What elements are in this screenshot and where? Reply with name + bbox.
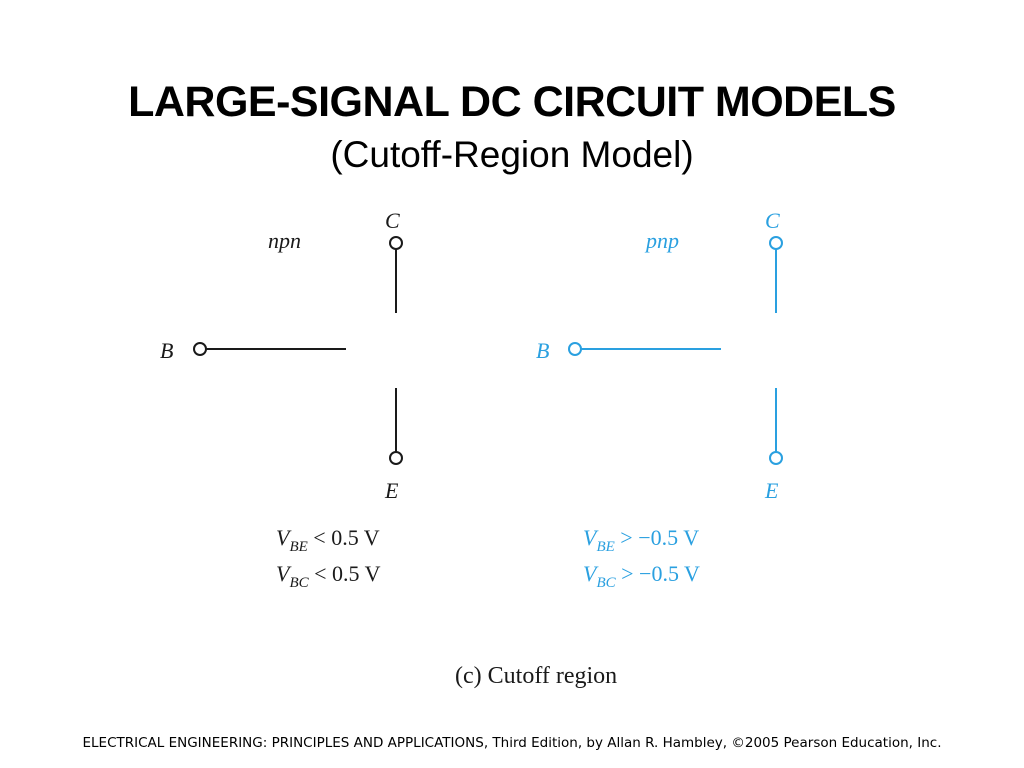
pnp-vbc-subscript: BC [596, 575, 616, 591]
pnp-emitter-terminal [769, 451, 783, 465]
npn-vbe-rest: < 0.5 V [308, 525, 380, 550]
pnp-vbe-rest: > −0.5 V [615, 525, 699, 550]
figure-caption: (c) Cutoff region [455, 663, 618, 689]
npn-vbc-subscript: BC [289, 575, 309, 591]
pnp-vbc-rest: > −0.5 V [616, 561, 700, 586]
npn-vbc-condition: VBC < 0.5 V [276, 561, 381, 591]
copyright-footer: ELECTRICAL ENGINEERING: PRINCIPLES AND A… [82, 735, 942, 751]
npn-collector-label: C [385, 208, 400, 233]
npn-vbc-rest: < 0.5 V [309, 561, 381, 586]
pnp-base-terminal [568, 342, 582, 356]
pnp-vbe-symbol: V [583, 525, 599, 550]
slide-title: LARGE-SIGNAL DC CIRCUIT MODELS [128, 78, 896, 126]
npn-emitter-label: E [384, 478, 399, 503]
npn-vbe-subscript: BE [289, 539, 307, 555]
npn-collector-terminal [389, 236, 403, 250]
npn-base-terminal [193, 342, 207, 356]
npn-vbc-symbol: V [276, 561, 292, 586]
slide-subtitle: (Cutoff-Region Model) [330, 134, 694, 175]
pnp-vbc-condition: VBC > −0.5 V [583, 561, 700, 591]
npn-vbe-symbol: V [276, 525, 292, 550]
npn-emitter-terminal [389, 451, 403, 465]
npn-vbe-condition: VBE < 0.5 V [276, 525, 380, 555]
pnp-vbe-subscript: BE [596, 539, 614, 555]
pnp-vbc-symbol: V [583, 561, 599, 586]
pnp-collector-terminal [769, 236, 783, 250]
npn-model [193, 236, 403, 465]
pnp-vbe-condition: VBE > −0.5 V [583, 525, 699, 555]
npn-base-label: B [160, 338, 173, 363]
pnp-base-label: B [536, 338, 549, 363]
npn-type-label: npn [268, 228, 301, 253]
pnp-collector-label: C [765, 208, 780, 233]
pnp-model [568, 236, 783, 465]
pnp-emitter-label: E [764, 478, 779, 503]
pnp-type-label: pnp [644, 228, 679, 253]
